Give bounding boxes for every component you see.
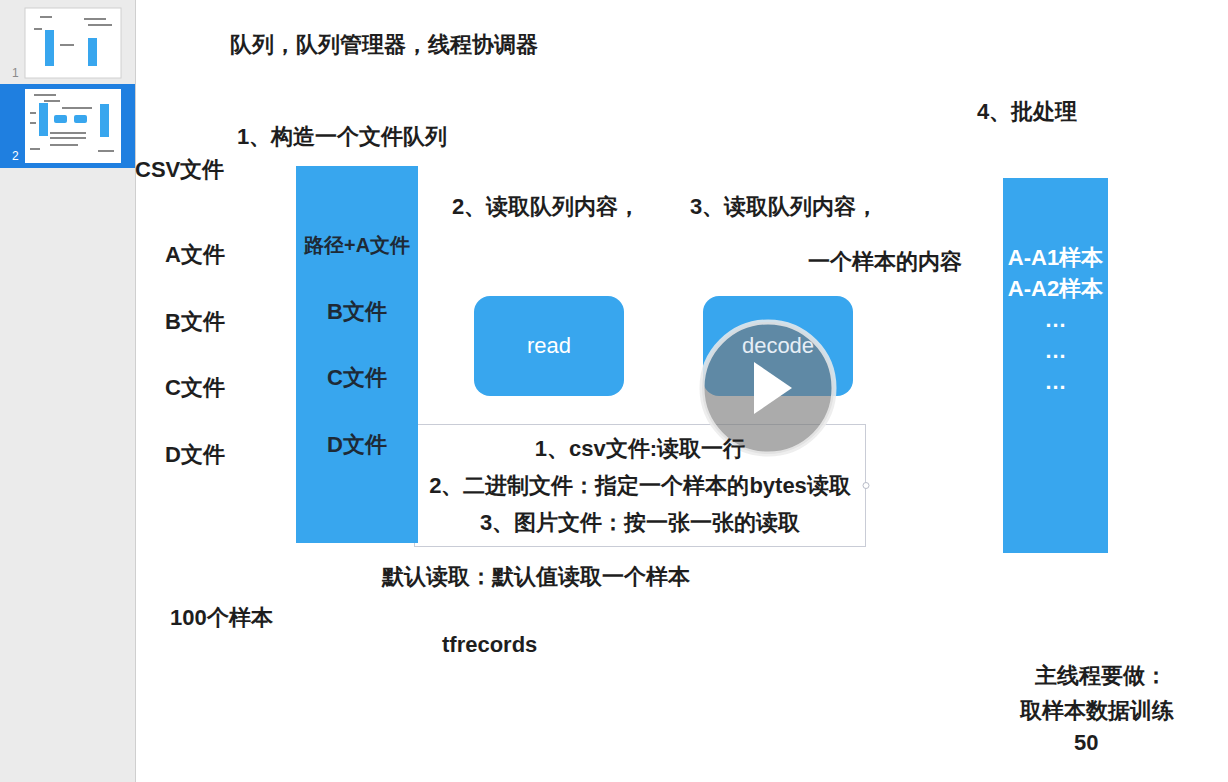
node-text: 3、图片文件：按一张一张的读取 [422, 504, 858, 541]
process-box: read [474, 296, 624, 396]
slide-number: 2 [12, 149, 19, 163]
note-label: C文件 [165, 375, 225, 401]
node-text: decode [742, 333, 814, 359]
note-label: D文件 [165, 442, 225, 468]
panel-border [135, 0, 136, 782]
note-box: 1、csv文件:读取一行2、二进制文件：指定一个样本的bytes读取3、图片文件… [414, 424, 866, 547]
note-label: 1、构造一个文件队列 [237, 124, 447, 150]
node-text: A-A1样本 [1007, 242, 1104, 273]
selected-thumbnail-highlight [0, 84, 135, 168]
queue-bar: 路径+A文件 B文件 C文件 D文件 [296, 166, 418, 543]
node-text: read [527, 333, 571, 359]
node-text: 1、csv文件:读取一行 [422, 430, 858, 467]
note-label: A文件 [165, 242, 225, 268]
note-label: B文件 [165, 309, 225, 335]
thumbnail-two [25, 89, 121, 163]
note-label: 100个样本 [170, 605, 273, 631]
note-label: CSV文件 [135, 157, 224, 183]
selection-handle [863, 483, 869, 489]
process-box: decode [703, 296, 853, 396]
node-text: … [1007, 304, 1104, 335]
node-text: A-A2样本 [1007, 273, 1104, 304]
note-label: 一个样本的内容 [808, 249, 962, 275]
batch-bar: A-A1样本A-A2样本……… [1003, 178, 1108, 553]
node-text: B文件 [296, 299, 418, 325]
note-label: 4、批处理 [977, 99, 1077, 125]
node-text: D文件 [296, 432, 418, 458]
node-text: … [1007, 335, 1104, 366]
note-label: tfrecords [442, 632, 537, 658]
note-label: 主线程要做： [1035, 663, 1167, 689]
video-play-button [702, 322, 834, 454]
note-label: 3、读取队列内容， [690, 194, 878, 220]
node-text: 2、二进制文件：指定一个样本的bytes读取 [422, 467, 858, 504]
slide-number: 1 [12, 66, 19, 80]
node-text: 路径+A文件 [296, 232, 418, 258]
node-text: … [1007, 366, 1104, 397]
thumbnail-panel [0, 0, 135, 782]
note-label: 取样本数据训练 [1020, 698, 1174, 724]
note-label: 2、读取队列内容， [452, 194, 640, 220]
note-label: 默认读取：默认值读取一个样本 [382, 564, 690, 590]
thumbnail-one [25, 8, 121, 78]
node-text: C文件 [296, 365, 418, 391]
note-label: 50 [1074, 730, 1098, 756]
slide-title: 队列，队列管理器，线程协调器 [230, 32, 538, 58]
